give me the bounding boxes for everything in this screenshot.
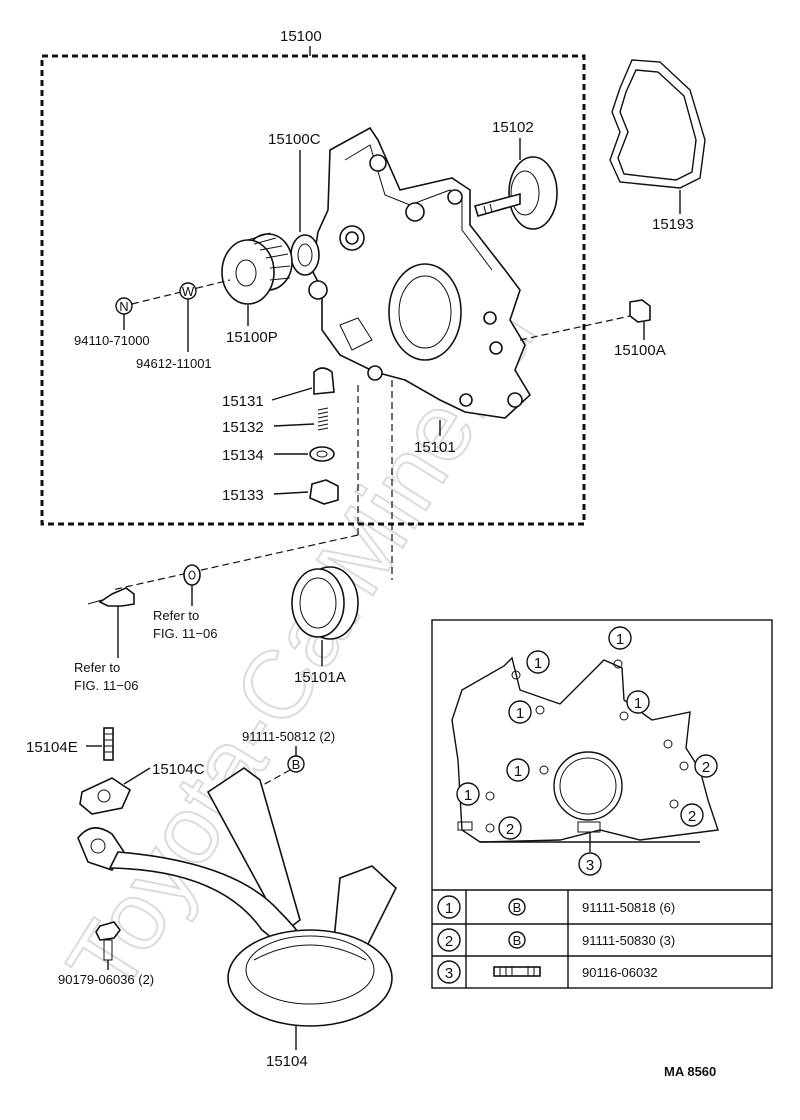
label-15132: 15132 xyxy=(222,419,264,436)
ref2-line2: FIG. 11−06 xyxy=(74,678,138,693)
spring-15132 xyxy=(317,407,329,431)
ref1-line1: Refer to xyxy=(153,608,199,623)
callout-2-c: 2 xyxy=(506,821,514,838)
label-15193: 15193 xyxy=(652,216,694,233)
table-row2-symbol: B xyxy=(513,933,522,948)
leader-15131 xyxy=(271,387,313,401)
callout-2-b: 2 xyxy=(688,808,696,825)
gasket-15193 xyxy=(609,59,706,189)
stud-15104E xyxy=(103,727,114,761)
callout-1-c: 1 xyxy=(516,705,524,722)
dash-15100A xyxy=(519,315,631,341)
label-15134: 15134 xyxy=(222,447,264,464)
assembly-boundary xyxy=(40,54,586,526)
ref2-line1: Refer to xyxy=(74,660,120,675)
marker-N-text: N xyxy=(119,299,128,314)
callout-3: 3 xyxy=(586,857,594,874)
table-row3-num: 3 xyxy=(445,965,453,982)
inset-table: 1 B 91111-50818 (6) 2 B 91111-50830 (3) … xyxy=(432,889,772,988)
label-94612-11001: 94612-11001 xyxy=(136,356,212,371)
ref1-line2: FIG. 11−06 xyxy=(153,626,217,641)
marker-W-text: W xyxy=(182,284,195,299)
table-row2-part: 91111-50830 (3) xyxy=(582,933,675,948)
callout-2-a: 2 xyxy=(702,759,710,776)
label-91111-50812: 91111-50812 (2) xyxy=(242,729,335,744)
gasket-15134 xyxy=(309,446,335,462)
table-row2-num: 2 xyxy=(445,933,453,950)
marker-B-top-text: B xyxy=(292,757,301,772)
bolt-90179 xyxy=(95,921,121,941)
figure-code: MA 8560 xyxy=(664,1064,716,1079)
label-15102: 15102 xyxy=(492,119,534,136)
label-15101A: 15101A xyxy=(294,669,346,686)
washer xyxy=(183,564,201,586)
label-15104C: 15104C xyxy=(152,761,205,778)
oil-seal-15101A xyxy=(291,566,359,640)
marker-B-top xyxy=(287,755,305,773)
dash-to-sensor xyxy=(111,534,359,591)
leader-15132 xyxy=(273,423,315,427)
label-15100C: 15100C xyxy=(268,131,321,148)
label-15131: 15131 xyxy=(222,393,264,410)
ring-15100C xyxy=(290,234,320,276)
label-15104E: 15104E xyxy=(26,739,78,756)
table-row3-part: 90116-06032 xyxy=(582,965,658,980)
label-15100: 15100 xyxy=(280,28,322,45)
callout-1-f: 1 xyxy=(464,787,472,804)
label-15100P: 15100P xyxy=(226,329,278,346)
callout-1-b: 1 xyxy=(616,631,624,648)
table-row1-symbol: B xyxy=(513,900,522,915)
stud-icon xyxy=(493,966,541,977)
label-90179-06036: 90179-06036 (2) xyxy=(58,972,154,987)
label-15104: 15104 xyxy=(266,1053,308,1070)
callout-1-a: 1 xyxy=(534,655,542,672)
plug-15100A xyxy=(629,299,651,323)
inset-callouts: 1 1 1 1 1 1 2 2 2 3 xyxy=(456,626,718,876)
strainer-15104 xyxy=(77,767,397,1027)
callout-1-e: 1 xyxy=(514,763,522,780)
oil-pump-body xyxy=(308,126,532,419)
label-15101: 15101 xyxy=(414,439,456,456)
gear-15100P xyxy=(221,232,293,305)
oil-pressure-switch xyxy=(98,587,135,607)
label-94110-71000: 94110-71000 xyxy=(74,333,150,348)
leader-15133 xyxy=(273,491,309,495)
callout-1-d: 1 xyxy=(634,695,642,712)
table-row1-part: 91111-50818 (6) xyxy=(582,900,675,915)
valve-15131 xyxy=(313,367,335,395)
plug-15133 xyxy=(309,479,339,505)
rotor-15102 xyxy=(473,156,558,230)
gasket-15104C xyxy=(79,777,132,815)
table-row1-num: 1 xyxy=(445,900,453,917)
label-15100A: 15100A xyxy=(614,342,666,359)
inset-pump-outline xyxy=(451,656,719,843)
label-15133: 15133 xyxy=(222,487,264,504)
leader-15104C xyxy=(123,767,151,785)
inset-panel xyxy=(431,619,773,989)
